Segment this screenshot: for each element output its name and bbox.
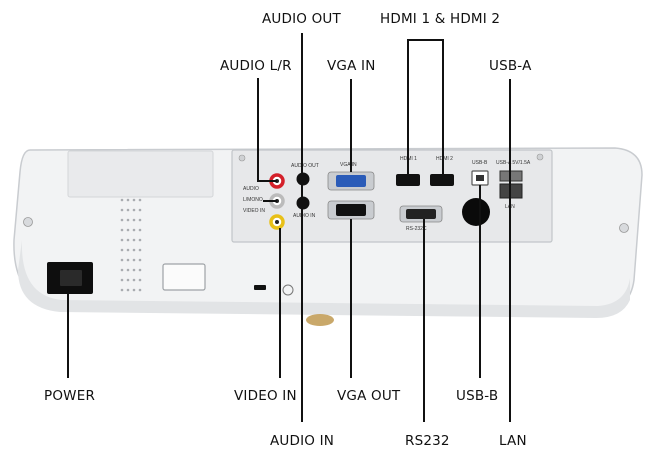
callout-video-in: VIDEO IN (234, 388, 297, 404)
vga-in-port (336, 175, 366, 187)
callout-vga-out: VGA OUT (337, 388, 401, 404)
panel-label-audio-out: AUDIO OUT (291, 163, 319, 169)
callout-hdmi: HDMI 1 & HDMI 2 (380, 11, 501, 27)
callout-vga-in: VGA IN (327, 58, 376, 74)
panel-label-usb-b: USB-B (472, 160, 488, 166)
panel-label-audio: AUDIO (243, 186, 259, 192)
panel-label-usb-a: USB-A 5V/1.5A (496, 160, 531, 166)
callout-audio-out: AUDIO OUT (262, 11, 341, 27)
callout-lan: LAN (499, 433, 527, 449)
panel-label-video-in: VIDEO IN (243, 208, 265, 214)
vent-grille (120, 198, 142, 292)
callout-audio-in: AUDIO IN (270, 433, 335, 449)
panel-label-audio-in: AUDIO IN (293, 213, 316, 219)
callout-usb-a: USB-A (489, 58, 532, 74)
callout-power: POWER (44, 388, 96, 404)
ir-sensor (462, 198, 490, 226)
rs232-port (406, 209, 436, 219)
leader-hdmi (407, 39, 444, 174)
panel-label-rs232c: RS-232C (406, 226, 427, 232)
connector-ports (269, 170, 523, 230)
callout-usb-b: USB-B (456, 388, 499, 404)
callout-audio-lr: AUDIO L/R (220, 58, 292, 74)
hdmi2-port (430, 174, 454, 186)
leader-audio-lr (257, 78, 277, 182)
vga-out-port (336, 204, 366, 216)
panel-label-lmono: L/MONO (243, 197, 263, 203)
panel-label-vga-in: VGA IN (340, 162, 357, 168)
panel-label-hdmi2: HDMI 2 (436, 156, 453, 162)
callout-rs232: RS232 (405, 433, 450, 449)
hdmi1-port (396, 174, 420, 186)
leader-lines (67, 33, 511, 422)
